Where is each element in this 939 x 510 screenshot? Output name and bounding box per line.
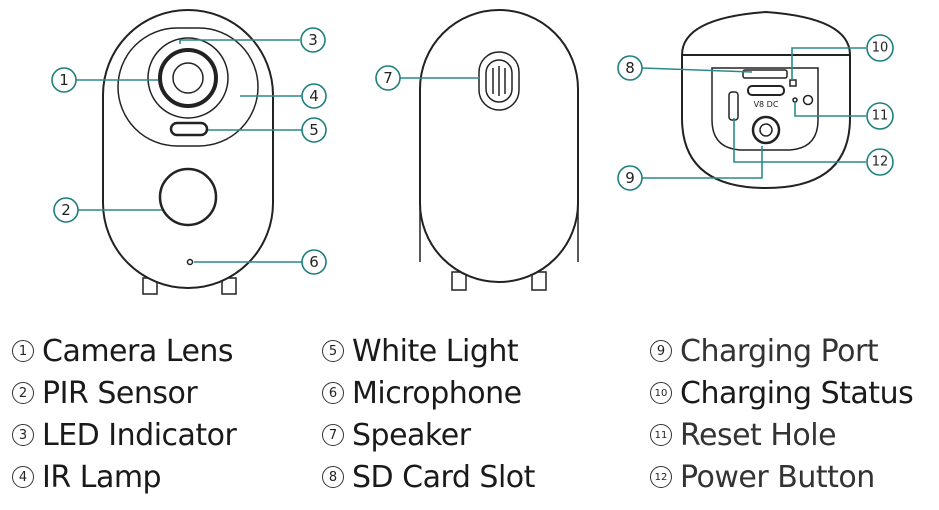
- legend-label: Camera Lens: [42, 333, 234, 369]
- leader-8: [641, 67, 753, 73]
- leader-11: [794, 102, 866, 117]
- marker-11: 11: [866, 102, 894, 130]
- legend-label: PIR Sensor: [42, 375, 198, 411]
- marker-12-text: 12: [872, 155, 889, 170]
- legend-number: 1: [12, 340, 34, 362]
- sd-card-slot: [742, 69, 788, 79]
- legend-label: LED Indicator: [42, 417, 237, 453]
- marker-2-text: 2: [61, 201, 71, 219]
- legend-number: 12: [650, 466, 672, 488]
- legend-item: 8 SD Card Slot: [322, 456, 535, 498]
- legend-number: 9: [650, 340, 672, 362]
- lens-inner: [172, 62, 204, 94]
- legend-number: 5: [322, 340, 344, 362]
- marker-9: 9: [617, 165, 643, 191]
- legend-column-2: 5 White Light 6 Microphone 7 Speaker 8 S…: [322, 330, 535, 498]
- back-view: [419, 9, 579, 291]
- front-view: [102, 9, 274, 295]
- legend-column-3: 9 Charging Port 10 Charging Status 11 Re…: [650, 330, 914, 498]
- camera-lens: [158, 48, 218, 108]
- legend-item: 6 Microphone: [322, 372, 535, 414]
- camera-diagram: V8 DC 1 2 3 4: [51, 9, 894, 295]
- legend-label: Speaker: [352, 417, 471, 453]
- marker-5-text: 5: [309, 121, 319, 139]
- marker-5: 5: [301, 117, 327, 143]
- legend-number: 2: [12, 382, 34, 404]
- legend-item: 11 Reset Hole: [650, 414, 913, 456]
- legend-item: 5 White Light: [322, 330, 535, 372]
- marker-10: 10: [866, 34, 894, 62]
- legend-label: Charging Status: [680, 375, 914, 411]
- leader-lines: [76, 39, 866, 263]
- legend-item: 2 PIR Sensor: [12, 372, 236, 414]
- marker-6-text: 6: [309, 253, 319, 271]
- speaker-grill: [478, 51, 520, 111]
- marker-2: 2: [53, 197, 79, 223]
- side-hole: [802, 94, 814, 106]
- legend-item: 7 Speaker: [322, 414, 535, 456]
- leader-3: [179, 39, 300, 44]
- port-text: V8 DC: [754, 100, 779, 109]
- power-button: [751, 115, 781, 145]
- white-light: [169, 121, 209, 137]
- legend: 1 Camera Lens 2 PIR Sensor 3 LED Indicat…: [0, 330, 939, 505]
- legend-number: 10: [650, 382, 672, 404]
- marker-3: 3: [300, 27, 326, 53]
- front-face-plate: [117, 27, 259, 147]
- marker-4-text: 4: [309, 87, 319, 105]
- marker-1: 1: [51, 67, 77, 93]
- charging-port: [747, 85, 785, 96]
- marker-3-text: 3: [308, 31, 318, 49]
- pir-sensor: [158, 167, 218, 227]
- speaker-grill-inner: [485, 59, 513, 103]
- legend-item: 10 Charging Status: [650, 372, 914, 414]
- lens-bezel: [147, 37, 229, 119]
- legend-label: Power Button: [680, 459, 875, 495]
- power-button-inner: [759, 123, 773, 137]
- legend-item: 3 LED Indicator: [12, 414, 237, 456]
- legend-item: 1 Camera Lens: [12, 330, 236, 372]
- microphone-hole: [186, 258, 194, 266]
- bottom-top-dome: [680, 10, 852, 56]
- legend-label: Reset Hole: [680, 417, 837, 453]
- leader-10: [791, 47, 866, 80]
- legend-item: 4 IR Lamp: [12, 456, 236, 498]
- legend-number: 3: [12, 424, 34, 446]
- marker-8: 8: [617, 55, 643, 81]
- legend-number: 11: [650, 424, 672, 446]
- bottom-view: V8 DC: [680, 10, 852, 190]
- charging-status-led: [789, 79, 797, 87]
- marker-12: 12: [866, 148, 894, 176]
- legend-number: 7: [322, 424, 344, 446]
- marker-7-text: 7: [383, 69, 393, 87]
- legend-item: 9 Charging Port: [650, 330, 913, 372]
- marker-11-text: 11: [872, 109, 889, 124]
- legend-column-1: 1 Camera Lens 2 PIR Sensor 3 LED Indicat…: [12, 330, 237, 498]
- legend-number: 4: [12, 466, 34, 488]
- marker-1-text: 1: [59, 71, 69, 89]
- bottom-panel: [711, 67, 819, 151]
- legend-number: 8: [322, 466, 344, 488]
- back-body: [419, 9, 579, 283]
- leader-9: [642, 146, 763, 179]
- marker-9-text: 9: [625, 169, 635, 187]
- legend-label: IR Lamp: [42, 459, 162, 495]
- marker-8-text: 8: [625, 59, 635, 77]
- legend-label: White Light: [352, 333, 519, 369]
- legend-label: Charging Port: [680, 333, 879, 369]
- marker-7: 7: [375, 65, 401, 91]
- leader-12: [733, 118, 866, 163]
- legend-item: 12 Power Button: [650, 456, 913, 498]
- marker-6: 6: [301, 249, 327, 275]
- marker-10-text: 10: [872, 41, 889, 56]
- marker-4: 4: [301, 83, 327, 109]
- legend-label: SD Card Slot: [352, 459, 535, 495]
- legend-number: 6: [322, 382, 344, 404]
- legend-label: Microphone: [352, 375, 522, 411]
